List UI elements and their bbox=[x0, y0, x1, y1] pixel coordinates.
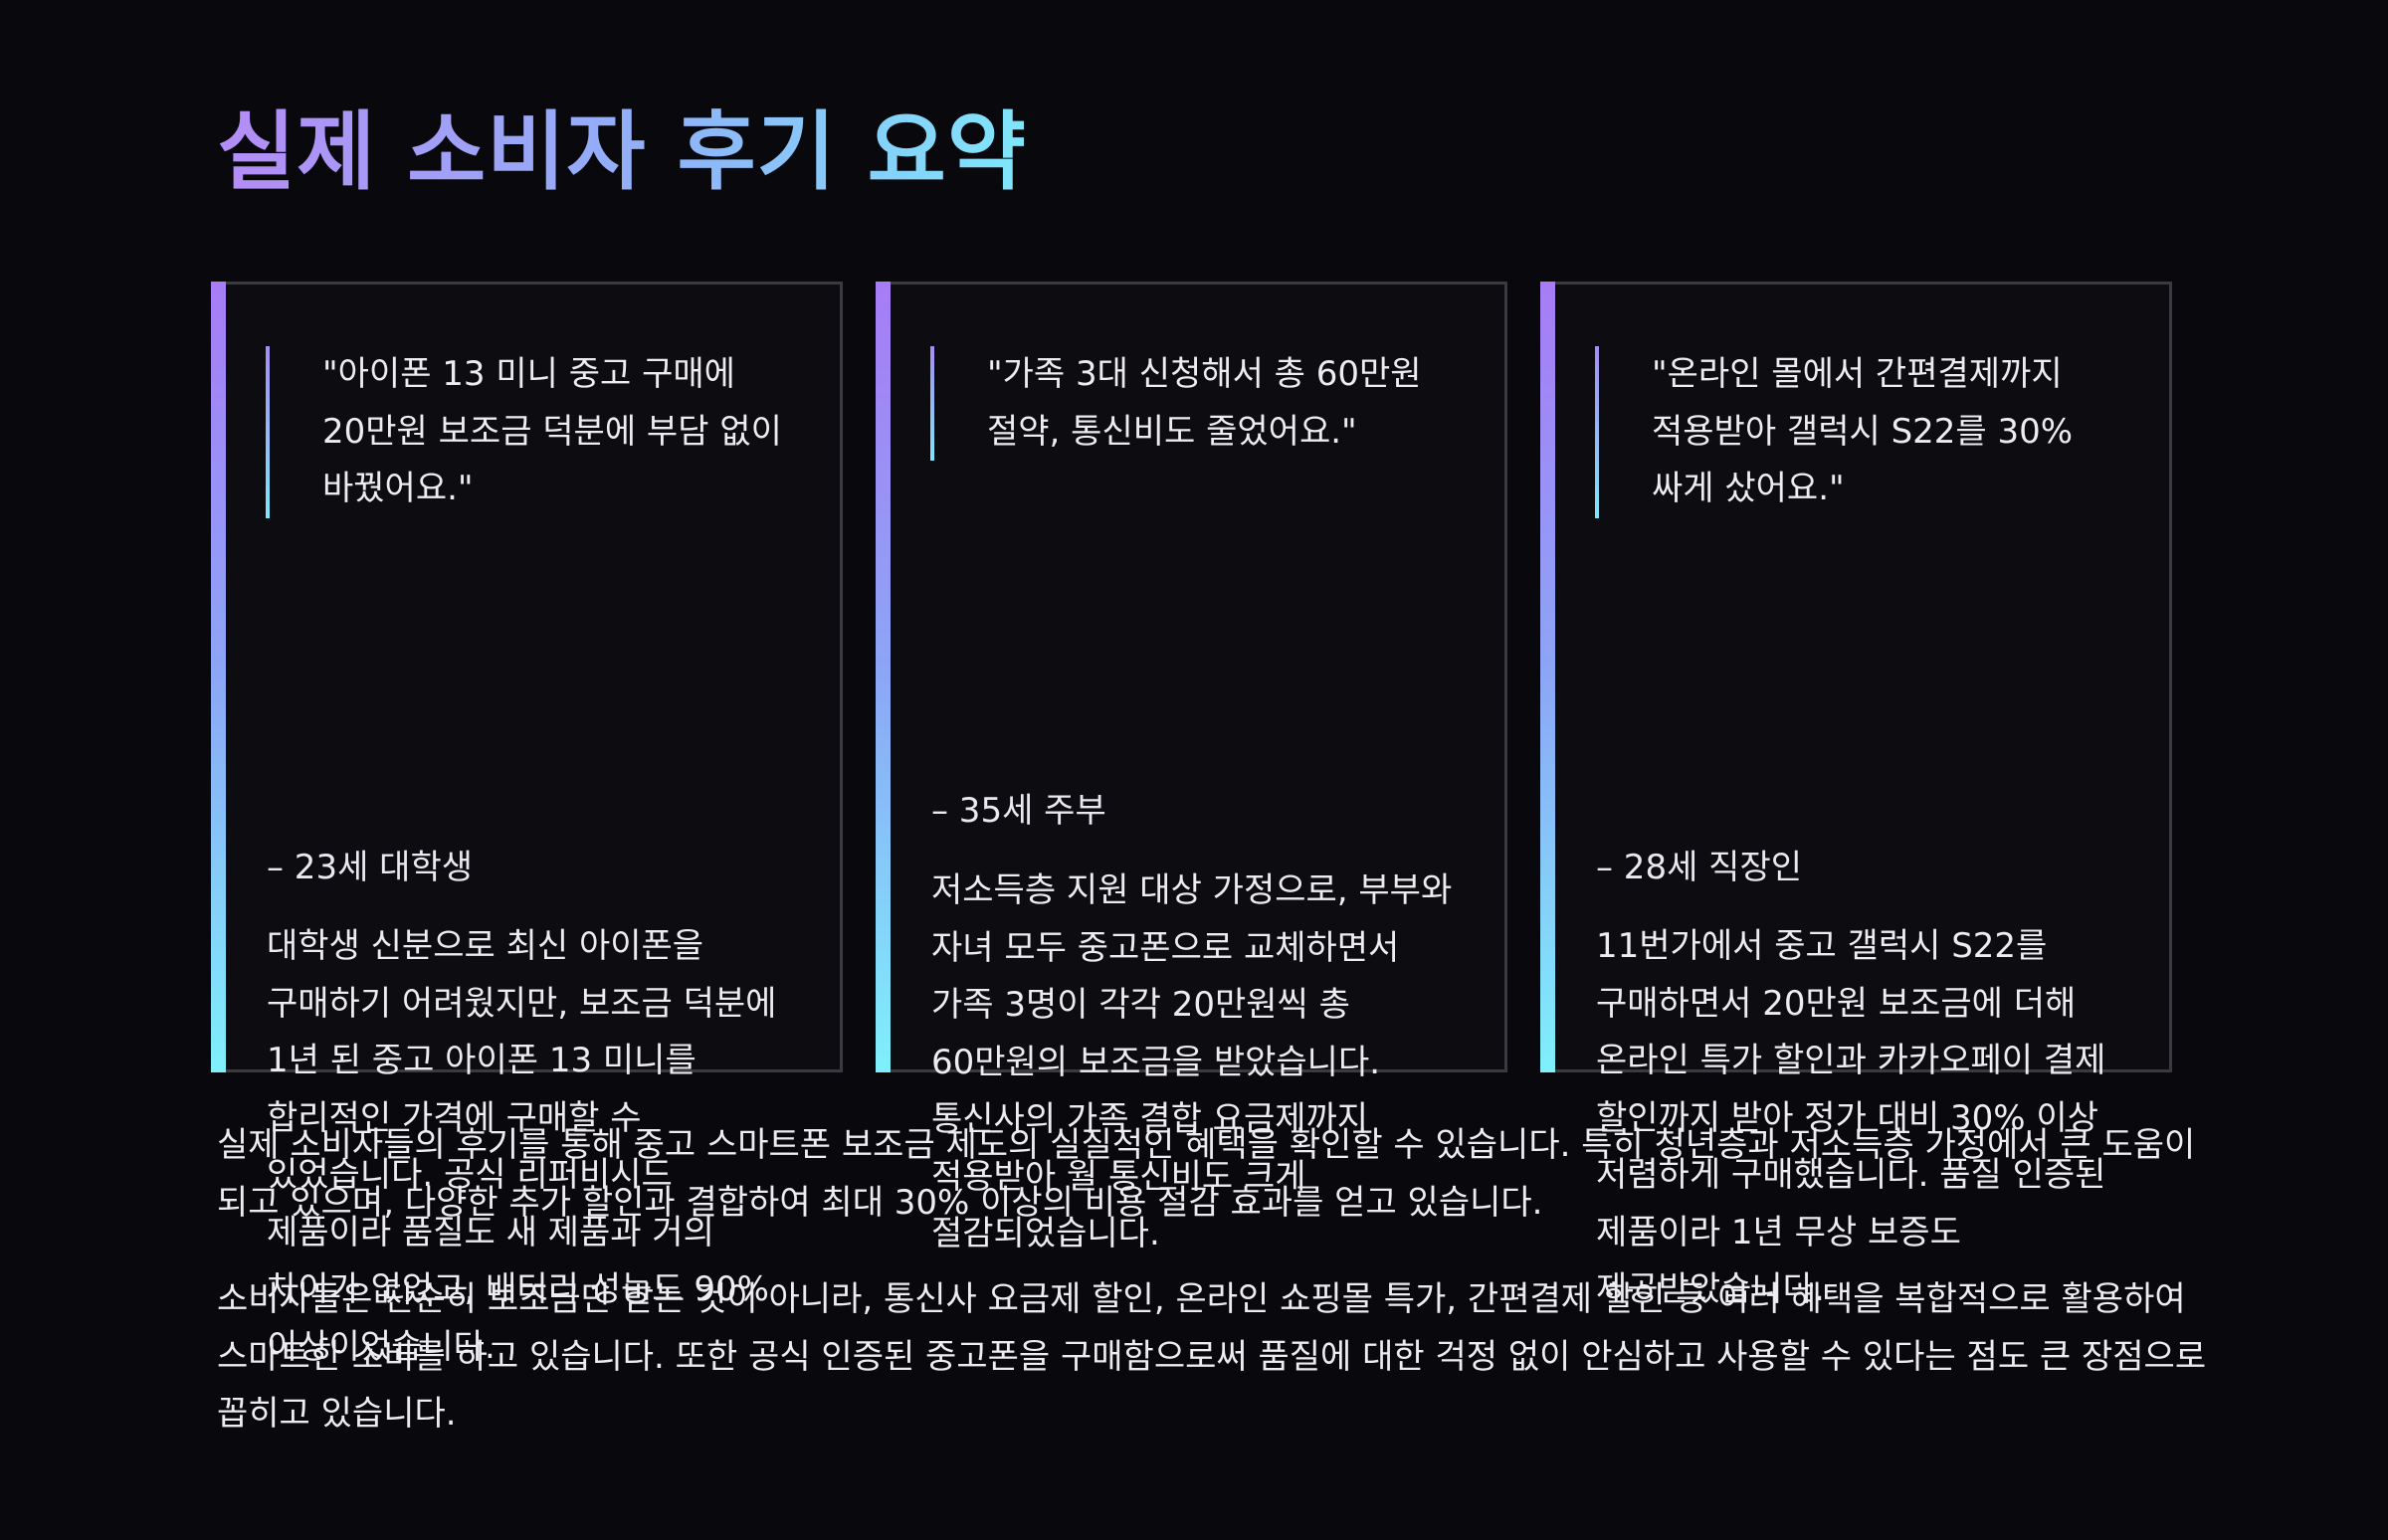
review-body: 대학생 신분으로 최신 아이폰을 구매하기 어려웠지만, 보조금 덕분에 1년 … bbox=[267, 926, 777, 1367]
summary-paragraph: 소비자들은 단순히 보조금만 받는 것이 아니라, 통신사 요금제 할인, 온라… bbox=[217, 1279, 2207, 1434]
review-quote-block: "온라인 몰에서 간편결제까지 적용받아 갤럭시 S22를 30% 싸게 샀어요… bbox=[1595, 346, 2122, 518]
card-accent-bar bbox=[211, 282, 226, 1072]
summary-paragraph: 실제 소비자들의 후기를 통해 중고 스마트폰 보조금 제도의 실질적인 혜택을… bbox=[217, 1125, 2196, 1223]
review-author: – 35세 주부 bbox=[931, 791, 1106, 831]
card-accent-bar bbox=[1540, 282, 1555, 1072]
review-quote: "가족 3대 신청해서 총 60만원 절약, 통신비도 줄었어요." bbox=[987, 354, 1422, 452]
card-accent-bar bbox=[876, 282, 891, 1072]
review-body: 11번가에서 중고 갤럭시 S22를 구매하면서 20만원 보조금에 더해 온라… bbox=[1596, 926, 2106, 1309]
review-card: "아이폰 13 미니 중고 구매에 20만원 보조금 덕분에 부담 없이 바꿨어… bbox=[211, 282, 843, 1367]
review-quote: "아이폰 13 미니 중고 구매에 20만원 보조금 덕분에 부담 없이 바꿨어… bbox=[322, 354, 782, 508]
review-quote: "온라인 몰에서 간편결제까지 적용받아 갤럭시 S22를 30% 싸게 샀어요… bbox=[1652, 354, 2074, 508]
review-quote-block: "아이폰 13 미니 중고 구매에 20만원 보조금 덕분에 부담 없이 바꿨어… bbox=[266, 346, 793, 518]
review-author: – 23세 대학생 bbox=[267, 848, 473, 887]
review-card: "온라인 몰에서 간편결제까지 적용받아 갤럭시 S22를 30% 싸게 샀어요… bbox=[1540, 282, 2172, 1309]
review-body: 저소득층 지원 대상 가정으로, 부부와 자녀 모두 중고폰으로 교체하면서 가… bbox=[931, 870, 1453, 1253]
page-title: 실제 소비자 후기 요약 bbox=[217, 97, 1027, 207]
review-card: "가족 3대 신청해서 총 60만원 절약, 통신비도 줄었어요." – 35세… bbox=[876, 282, 1507, 1253]
review-author: – 28세 직장인 bbox=[1596, 848, 1802, 887]
review-quote-block: "가족 3대 신청해서 총 60만원 절약, 통신비도 줄었어요." bbox=[930, 346, 1458, 461]
